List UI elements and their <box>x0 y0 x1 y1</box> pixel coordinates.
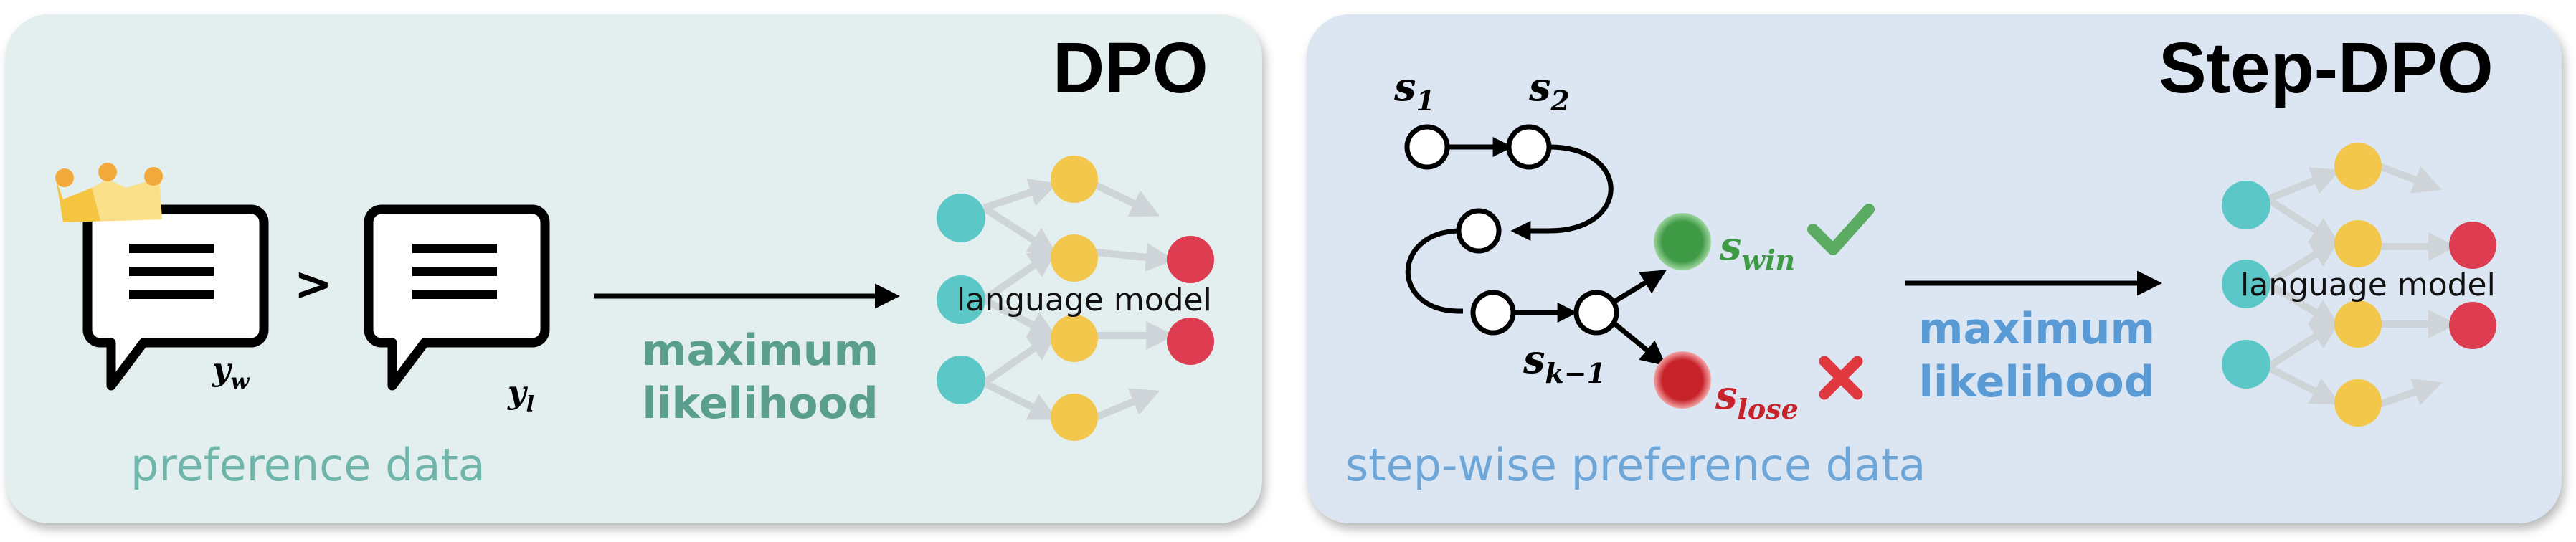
step-chain <box>1405 137 1667 366</box>
rejected-chat-bubble-icon <box>364 204 550 391</box>
lm-node <box>1051 234 1098 282</box>
lm-node <box>1051 315 1098 362</box>
lm-node <box>2334 300 2382 348</box>
dpo-method-line1: maximum <box>641 325 879 376</box>
lm-node <box>2222 340 2270 389</box>
step-dpo-caption: step-wise preference data <box>1345 439 1926 491</box>
lm-node <box>2222 260 2270 308</box>
step-node <box>1573 290 1619 336</box>
lm-node <box>1167 318 1214 365</box>
lm-node <box>937 275 985 324</box>
chosen-label: yw <box>212 351 250 394</box>
lm-node <box>2449 302 2496 349</box>
step-nodes <box>1404 124 1619 336</box>
step2-label: s2 <box>1528 64 1570 117</box>
lm-node <box>1167 236 1214 283</box>
step-node <box>1456 208 1502 254</box>
lose-step-node <box>1654 351 1711 409</box>
step-dpo-method-line1: maximum <box>1918 304 2156 354</box>
dpo-caption: preference data <box>131 439 486 491</box>
step-dpo-model-label: language model <box>2240 267 2496 303</box>
dpo-title: DPO <box>1053 28 1208 108</box>
lm-node <box>937 356 985 404</box>
dpo-method-label: maximum likelihood <box>631 324 889 430</box>
step-node <box>1470 290 1516 336</box>
lm-node <box>1051 394 1098 441</box>
step-dpo-panel <box>1307 14 2562 523</box>
lm-node <box>937 194 985 242</box>
step-dpo-title: Step-DPO <box>2159 28 2494 108</box>
dpo-model-label: language model <box>957 282 1212 318</box>
win-label: swin <box>1719 223 1795 276</box>
crown-icon <box>55 163 163 222</box>
stepk-label: sk−1 <box>1523 336 1606 389</box>
dpo-method-line2: likelihood <box>642 379 879 429</box>
lm-node <box>2334 379 2382 427</box>
step-dpo-method-label: maximum likelihood <box>1908 303 2166 409</box>
lm-node <box>2449 222 2496 269</box>
rejected-label: yl <box>507 374 534 417</box>
win-step-node <box>1654 213 1711 270</box>
dpo-language-model-network <box>937 156 1214 441</box>
lm-node <box>2222 181 2270 229</box>
lm-node <box>1051 156 1098 203</box>
lose-label: slose <box>1715 372 1799 425</box>
lm-node <box>2334 220 2382 267</box>
cross-icon <box>1819 356 1863 400</box>
comparison-symbol: > <box>294 258 333 311</box>
step1-label: s1 <box>1393 64 1435 117</box>
step-dpo-language-model-network <box>2222 143 2496 427</box>
lm-node <box>2334 143 2382 190</box>
check-icon <box>1807 204 1875 255</box>
step-dpo-method-line2: likelihood <box>1918 357 2155 407</box>
step-node <box>1506 124 1552 170</box>
step-node <box>1404 124 1450 170</box>
